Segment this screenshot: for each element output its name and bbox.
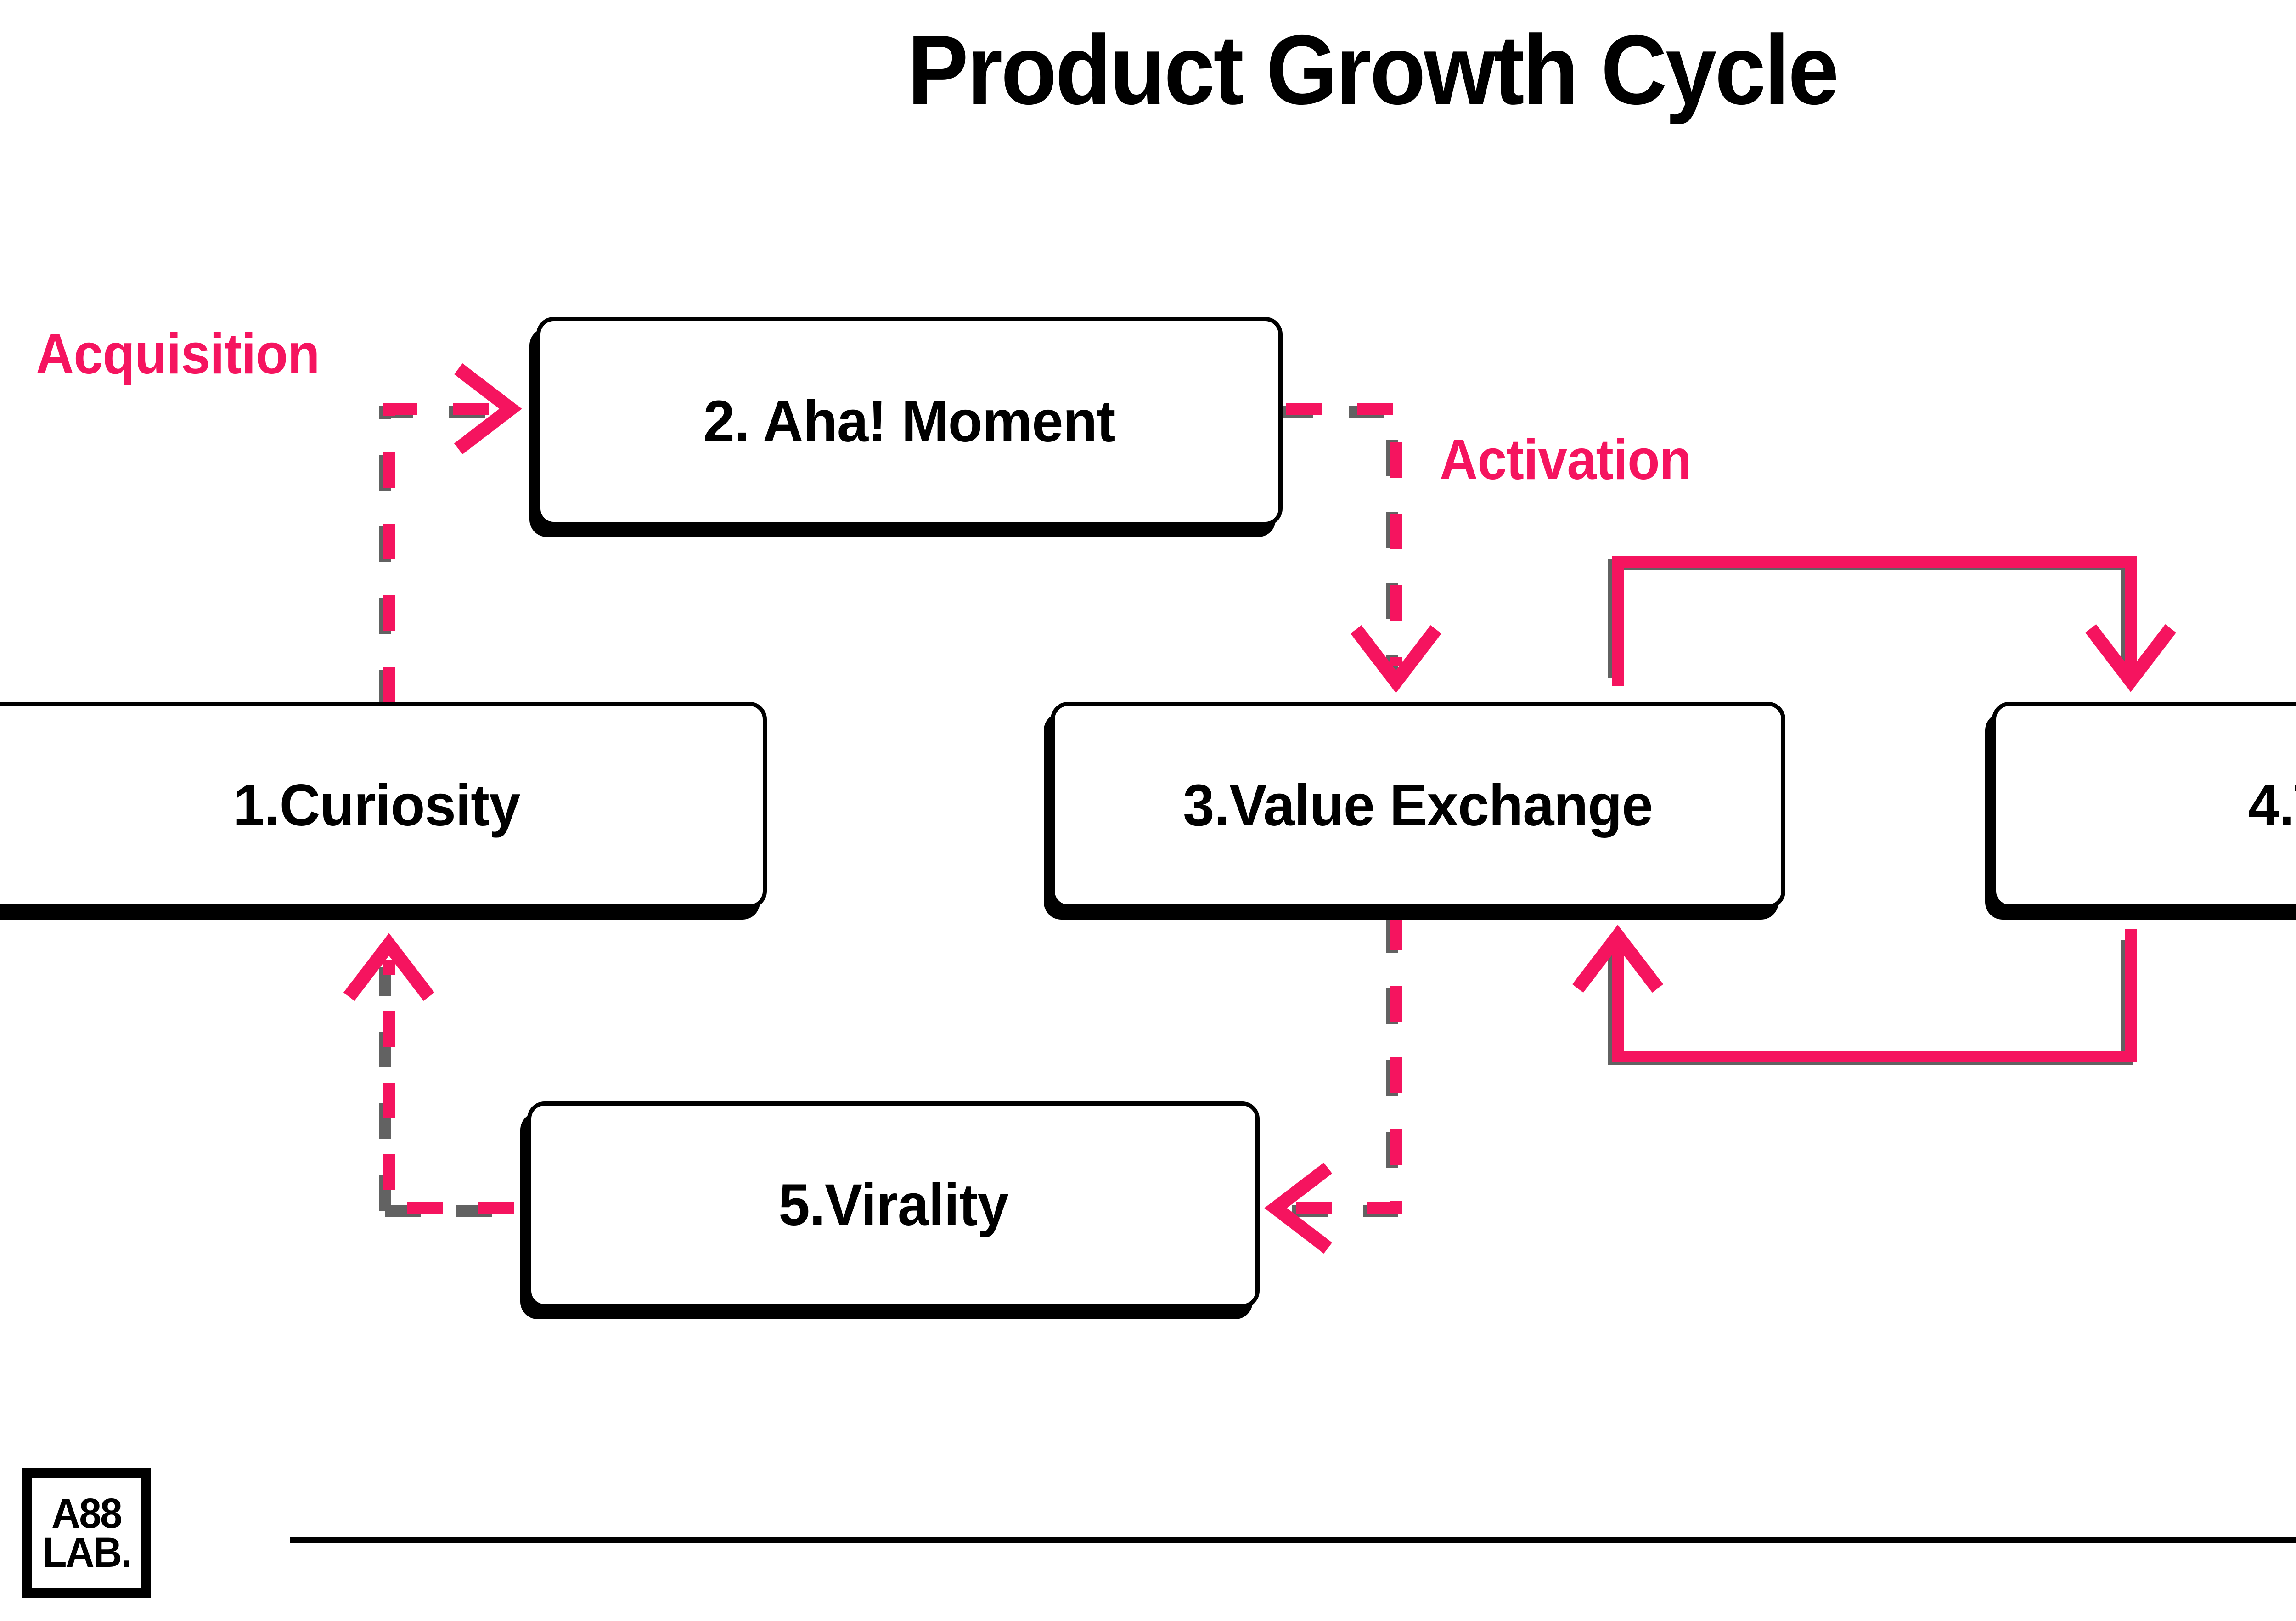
arrowhead-up-icon [343, 933, 435, 1001]
node-aha-moment[interactable]: 2. Aha! Moment [536, 317, 1283, 526]
node-curiosity-label: 1.Curiosity [233, 772, 520, 838]
footer-divider [290, 1537, 2296, 1543]
arrowhead-left-icon [1264, 1162, 1333, 1254]
node-trigger[interactable]: 4.Trigger [1992, 702, 2296, 909]
brand-logo: A88 LAB. [22, 1468, 151, 1598]
connector-curiosity-to-aha [383, 363, 522, 703]
arrowhead-down-icon [1350, 625, 1442, 693]
page-title: Product Growth Cycle [907, 14, 1839, 125]
node-virality-label: 5.Virality [778, 1172, 1008, 1238]
node-aha-moment-label: 2. Aha! Moment [703, 389, 1116, 454]
node-trigger-label: 4.Trigger [2248, 772, 2296, 838]
connector-value-exchange-to-trigger [1612, 556, 2177, 692]
connector-aha-to-value-exchange [1286, 403, 1442, 693]
node-curiosity[interactable]: 1.Curiosity [0, 702, 767, 909]
arrowhead-down-icon [2085, 624, 2177, 692]
brand-logo-line-1: A88 [51, 1490, 123, 1537]
stage-label-acquisition: Acquisition [36, 322, 320, 386]
node-value-exchange-label: 3.Value Exchange [1183, 772, 1654, 838]
brand-logo-line-2: LAB. [42, 1529, 132, 1576]
connector-trigger-to-value-exchange [1572, 925, 2137, 1062]
connector-virality-to-curiosity [343, 933, 514, 1214]
node-virality[interactable]: 5.Virality [527, 1101, 1260, 1308]
connector-value-exchange-to-virality [1264, 914, 1402, 1254]
stage-label-activation: Activation [1440, 428, 1692, 491]
arrowhead-right-icon [454, 363, 522, 455]
node-value-exchange[interactable]: 3.Value Exchange [1051, 702, 1785, 909]
arrowhead-up-icon [1572, 925, 1664, 993]
